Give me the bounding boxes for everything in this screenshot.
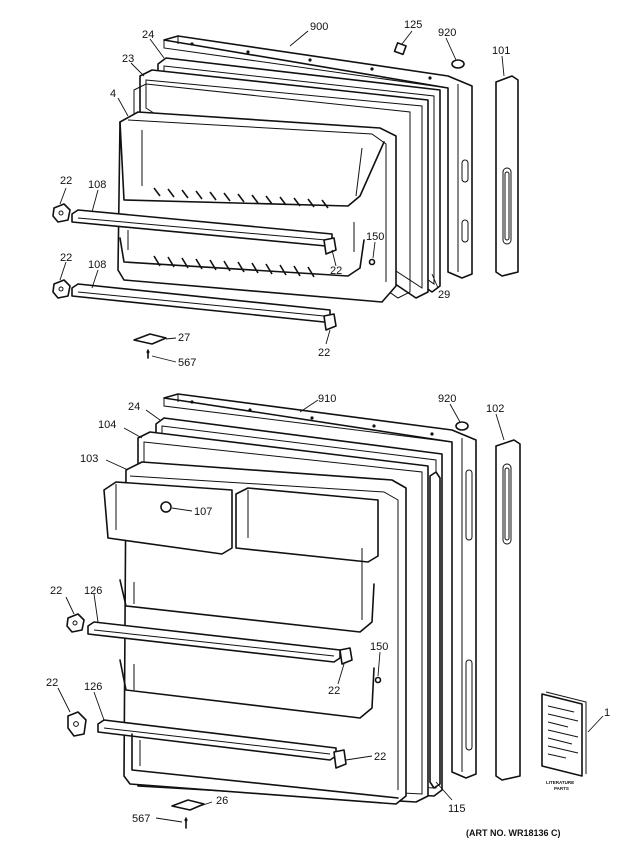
callout-101: 101: [492, 45, 510, 57]
freezer-door-assembly: 900 125 920 101 24 23 4 22 108 22 108 15…: [52, 19, 519, 369]
part-150-screw-lower: [374, 676, 382, 684]
callout-23: 23: [122, 53, 134, 65]
part-22-clip-left-upper: [52, 203, 71, 223]
part-900-outer-door: [163, 35, 473, 279]
part-22-clip-left-lower: [52, 279, 71, 299]
part-126-shelf-bar-upper: [87, 621, 341, 663]
part-27-bracket: [133, 333, 167, 345]
upper-storage-bins: [103, 481, 379, 563]
part-22-clip-bottom-right-lower: [333, 749, 347, 769]
callout-22: 22: [374, 751, 386, 763]
part-101-handle-trim: [495, 75, 519, 277]
callout-103: 103: [80, 453, 98, 465]
callout-567: 567: [178, 357, 196, 369]
part-22-clip-bottom-right-upper: [339, 647, 353, 665]
part-22-clip-bottom-left-upper: [66, 613, 85, 633]
callout-115: 115: [448, 803, 466, 815]
part-102-handle-trim: [495, 439, 521, 781]
part-4-door-liner: [117, 111, 397, 303]
callout-125: 125: [404, 19, 422, 31]
callout-920: 920: [438, 393, 456, 405]
callout-126: 126: [84, 681, 102, 693]
callout-108: 108: [88, 179, 106, 191]
literature-label-line1: LITERATURE: [546, 780, 574, 785]
callout-567: 567: [132, 813, 150, 825]
part-107-dairy-knob: [160, 501, 172, 513]
part-22-clip-right-lower: [323, 313, 337, 331]
part-920-cap-lower: [455, 421, 469, 431]
part-125-plug: [393, 42, 407, 56]
callout-107: 107: [194, 506, 212, 518]
callout-4: 4: [110, 88, 116, 100]
callout-910: 910: [318, 393, 336, 405]
callout-900: 900: [310, 21, 328, 33]
callout-29: 29: [438, 289, 450, 301]
part-920-cap: [451, 59, 465, 69]
part-22-clip-right-upper: [323, 237, 337, 255]
fresh-food-door-assembly: LITERATURE PARTS: [46, 393, 610, 829]
callout-150: 150: [366, 231, 384, 243]
callout-22: 22: [60, 175, 72, 187]
bottom-rail: [131, 733, 399, 799]
callout-126: 126: [84, 585, 102, 597]
part-910-outer-door: [163, 393, 477, 779]
callout-104: 104: [98, 419, 116, 431]
part-567-screw-bottom: [184, 817, 188, 829]
callout-108: 108: [88, 259, 106, 271]
callout-22: 22: [50, 585, 62, 597]
part-1-literature: [541, 691, 587, 777]
callout-920: 920: [438, 27, 456, 39]
part-115-strip: [429, 471, 441, 789]
callout-22: 22: [60, 252, 72, 264]
callout-26: 26: [216, 795, 228, 807]
callout-102: 102: [486, 403, 504, 415]
callout-22: 22: [318, 347, 330, 359]
part-150-screw: [368, 258, 376, 266]
part-22-clip-bottom-left-lower: [67, 711, 87, 737]
literature-label-line2: PARTS: [554, 786, 569, 791]
callout-150: 150: [370, 641, 388, 653]
part-567-screw-top: [146, 349, 150, 359]
leader-lines-bottom: [57, 399, 604, 823]
leader-lines-top: [59, 30, 505, 363]
part-26-bracket: [171, 799, 205, 811]
part-103-door-liner: [103, 461, 407, 805]
callout-1: 1: [604, 707, 610, 719]
callout-22: 22: [46, 677, 58, 689]
callout-22: 22: [328, 685, 340, 697]
callout-27: 27: [178, 332, 190, 344]
callout-22: 22: [330, 265, 342, 277]
upper-shelf-grid: [153, 187, 329, 209]
callout-24: 24: [128, 401, 140, 413]
callout-24: 24: [142, 29, 154, 41]
art-number-caption: (ART NO. WR18136 C): [466, 828, 561, 838]
